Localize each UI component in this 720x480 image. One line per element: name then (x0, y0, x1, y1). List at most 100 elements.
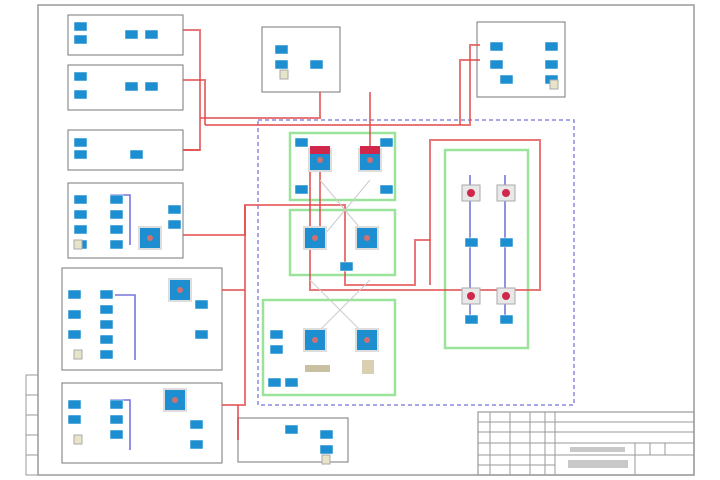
link-red (222, 205, 246, 406)
subsystem-box (61, 267, 223, 371)
switch-port-icon (312, 337, 318, 343)
terminal-icon (279, 69, 289, 80)
device-group (261, 298, 397, 397)
subsystem-box (237, 417, 349, 463)
terminal-icon (73, 239, 83, 250)
side-stamp (25, 374, 39, 476)
device-icon (464, 314, 479, 325)
device-icon (109, 209, 124, 220)
device-icon (67, 414, 82, 425)
device-icon (109, 224, 124, 235)
switch-port-icon (364, 337, 370, 343)
device-icon (109, 239, 124, 250)
device-icon (194, 299, 209, 310)
device-group (288, 131, 397, 202)
device-icon (109, 429, 124, 440)
device-icon (99, 289, 114, 300)
device-icon (73, 137, 88, 148)
device-icon (73, 194, 88, 205)
device-icon (109, 194, 124, 205)
device-icon (284, 377, 299, 388)
device-icon (144, 29, 159, 40)
device-icon (194, 329, 209, 340)
switch-port-icon (172, 397, 178, 403)
device-icon (489, 41, 504, 52)
device-icon (464, 237, 479, 248)
device-icon (67, 329, 82, 340)
device-icon (99, 334, 114, 345)
router-icon (502, 292, 510, 300)
link-red (459, 59, 480, 125)
switch-port-icon (147, 235, 153, 241)
device-icon (109, 414, 124, 425)
switch-port-icon (364, 235, 370, 241)
device-icon (339, 261, 354, 272)
switch-port-icon (317, 157, 323, 163)
link-red (205, 44, 480, 126)
subsystem-box (261, 26, 341, 93)
device-icon (319, 429, 334, 440)
storage-icon (305, 365, 330, 372)
device-icon (167, 204, 182, 215)
device-icon (67, 289, 82, 300)
device-icon (269, 329, 284, 340)
device-icon (99, 319, 114, 330)
device-icon (269, 344, 284, 355)
device-group (443, 148, 530, 350)
switch-port-icon (177, 287, 183, 293)
router-icon (467, 189, 475, 197)
terminal-icon (321, 454, 331, 465)
device-icon (267, 377, 282, 388)
device-icon (499, 237, 514, 248)
core-zone (257, 119, 575, 406)
device-icon (189, 419, 204, 430)
link-red (183, 79, 206, 125)
device-icon (294, 184, 309, 195)
subsystem-box (67, 14, 184, 56)
link-red (183, 29, 201, 151)
device-icon (124, 29, 139, 40)
link-gray (319, 179, 371, 241)
subsystem-box (67, 182, 184, 259)
device-icon (73, 89, 88, 100)
terminal-icon (73, 349, 83, 360)
device-icon (544, 59, 559, 70)
router-icon (502, 189, 510, 197)
link-red (309, 139, 541, 291)
device-icon (379, 184, 394, 195)
firewall-icon (310, 146, 330, 154)
device-icon (99, 304, 114, 315)
sheet-border (37, 4, 695, 476)
router-icon (467, 292, 475, 300)
device-icon (319, 444, 334, 455)
device-icon (379, 137, 394, 148)
device-icon (73, 149, 88, 160)
server-icon (362, 360, 374, 374)
device-icon (274, 59, 289, 70)
device-icon (544, 41, 559, 52)
link-blue (115, 294, 136, 360)
device-icon (284, 424, 299, 435)
subsystem-box (67, 64, 184, 111)
device-icon (189, 439, 204, 450)
device-icon (73, 34, 88, 45)
device-icon (489, 59, 504, 70)
terminal-icon (73, 434, 83, 445)
device-icon (73, 224, 88, 235)
switch-port-icon (312, 235, 318, 241)
device-icon (99, 349, 114, 360)
device-icon (144, 81, 159, 92)
device-icon (73, 21, 88, 32)
device-icon (499, 74, 514, 85)
device-icon (499, 314, 514, 325)
terminal-icon (549, 79, 559, 90)
device-icon (67, 399, 82, 410)
device-icon (109, 399, 124, 410)
title-block-text (568, 460, 628, 468)
title-block-text (570, 447, 625, 452)
link-red (200, 92, 321, 119)
device-icon (274, 44, 289, 55)
device-icon (124, 81, 139, 92)
switch-port-icon (367, 157, 373, 163)
